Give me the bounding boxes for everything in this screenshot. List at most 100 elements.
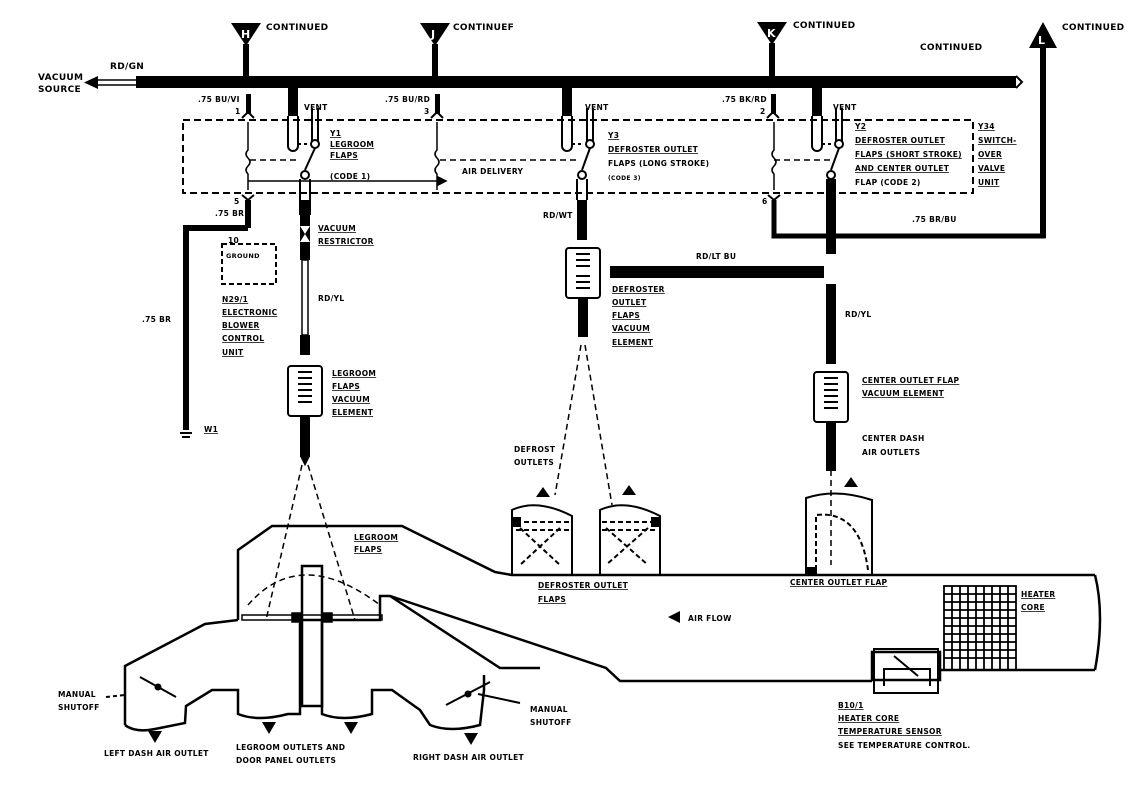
pin-1-label: 1	[235, 107, 241, 116]
defrost-element-line3: FLAPS	[612, 311, 640, 320]
pin-3-label: 3	[424, 107, 430, 116]
manual-shutoff-right-line1: MANUAL	[530, 705, 568, 714]
control-unit-line5: UNIT	[222, 348, 244, 357]
wire-bk-rd: .75 BK/RD	[722, 95, 767, 104]
legroom-outlet-arrow-1	[262, 722, 276, 734]
tee-y2	[812, 88, 822, 116]
wire-br-bu: .75 BR/BU	[912, 215, 957, 224]
defrost-element-line5: ELEMENT	[612, 338, 654, 347]
hose-center: RD/YL	[845, 310, 871, 319]
air-flow-arrow	[668, 611, 680, 623]
valve-y2-line1: DEFROSTER OUTLET	[855, 136, 946, 145]
center-dash-line1: CENTER DASH	[862, 434, 925, 443]
control-unit-line4: CONTROL	[222, 334, 264, 343]
valve-y2-line3: AND CENTER OUTLET	[855, 164, 950, 173]
tee-y1	[288, 88, 298, 116]
right-dash-outlet-label: RIGHT DASH AIR OUTLET	[413, 753, 525, 762]
valve-y2-line2: FLAPS (SHORT STROKE)	[855, 150, 962, 159]
defroster-flaps-line2: FLAPS	[538, 595, 566, 604]
valve-y3-line1: DEFROSTER OUTLET	[608, 145, 699, 154]
restrictor-line2: RESTRICTOR	[318, 237, 374, 246]
center-element-line1: CENTER OUTLET FLAP	[862, 376, 960, 385]
tee-y3	[562, 88, 572, 116]
vent-label-y1: VENT	[304, 103, 328, 112]
pin-2	[766, 94, 780, 119]
main-line-continued: CONTINUED	[920, 43, 982, 53]
pin-6-label: 6	[762, 197, 768, 206]
pin-6-wire	[767, 190, 1046, 239]
center-dash-line2: AIR OUTLETS	[862, 448, 920, 457]
connector-j[interactable]: J	[420, 23, 450, 76]
duct-housing	[123, 524, 1102, 732]
sensor-line1: B10/1	[838, 701, 864, 710]
manual-shutoff-right-symbol	[445, 681, 521, 706]
valve-y1-line3: (CODE 1)	[330, 172, 370, 181]
defrost-element-line4: VACUUM	[612, 324, 650, 333]
center-outlet-arrow	[844, 477, 858, 487]
heater-core-line1: HEATER	[1021, 590, 1055, 599]
center-flap-label: CENTER OUTLET FLAP	[790, 578, 888, 587]
pin-1	[241, 94, 255, 119]
legroom-hose	[300, 200, 310, 355]
duct-center-divider	[300, 564, 324, 708]
defroster-flaps-line1: DEFROSTER OUTLET	[538, 581, 629, 590]
main-vacuum-line	[136, 75, 1024, 89]
svg-text:J: J	[430, 28, 435, 41]
linkage-lines	[265, 344, 832, 621]
connector-l[interactable]: L	[1029, 22, 1057, 238]
valve-y3-id: Y3	[607, 131, 619, 140]
manual-shutoff-left-symbol	[105, 676, 177, 698]
connector-h[interactable]: H	[231, 23, 261, 76]
defrost-element-line1: DEFROSTER	[612, 285, 665, 294]
connector-h-label: CONTINUED	[266, 23, 328, 33]
temperature-sensor-symbol	[873, 648, 939, 694]
valve-unit-line3: OVER	[978, 150, 1002, 159]
valve-y3-line3: (CODE 3)	[608, 175, 641, 182]
legroom-vacuum-element	[287, 365, 323, 467]
legroom-flap-area	[241, 574, 383, 623]
defrost-arrow-right	[622, 485, 636, 495]
valve-unit-internals	[245, 122, 830, 190]
ground-w1: W1	[204, 425, 218, 434]
connector-k[interactable]: K	[757, 22, 787, 76]
legroom-element-line4: ELEMENT	[332, 408, 374, 417]
wire-br-ground: .75 BR	[142, 315, 171, 324]
wire-bu-vi: .75 BU/VI	[198, 95, 240, 104]
right-outlet-arrow	[464, 733, 478, 745]
defrost-arrow-left	[536, 487, 550, 497]
svg-text:H: H	[241, 28, 250, 41]
control-unit-line3: BLOWER	[222, 321, 260, 330]
valve-y1-line1: LEGROOM	[330, 140, 374, 149]
legroom-flaps-line2: FLAPS	[354, 545, 382, 554]
valve-unit-line1: Y34	[977, 122, 995, 131]
vacuum-source-arrow	[84, 76, 136, 89]
vacuum-source-label-2: SOURCE	[38, 85, 81, 95]
heater-core-line2: CORE	[1021, 603, 1045, 612]
hose-color-rdgn: RD/GN	[110, 62, 144, 72]
center-outlet	[805, 492, 873, 576]
connector-k-label: CONTINUED	[793, 21, 855, 31]
heater-core-grid	[943, 585, 1017, 671]
sensor-line4: SEE TEMPERATURE CONTROL.	[838, 741, 971, 750]
defrost-hose	[577, 200, 587, 240]
control-unit-line1: N29/1	[222, 295, 248, 304]
defrost-outlets-line2: OUTLETS	[514, 458, 554, 467]
legroom-outlets-line2: DOOR PANEL OUTLETS	[236, 756, 336, 765]
manual-shutoff-right-line2: SHUTOFF	[530, 718, 572, 727]
legroom-outlet-arrow-2	[344, 722, 358, 734]
legroom-flaps-line1: LEGROOM	[354, 533, 398, 542]
defrost-vacuum-element	[565, 247, 601, 337]
left-outlet-arrow	[148, 731, 162, 743]
valve-y1-symbol	[287, 108, 320, 215]
svg-text:K: K	[767, 27, 776, 40]
sensor-line3: TEMPERATURE SENSOR	[838, 727, 942, 736]
left-dash-outlet-label: LEFT DASH AIR OUTLET	[104, 749, 209, 758]
defrost-element-line2: OUTLET	[612, 298, 647, 307]
legroom-outlets-line1: LEGROOM OUTLETS AND	[236, 743, 345, 752]
manual-shutoff-left-line1: MANUAL	[58, 690, 96, 699]
pin-5-wire	[180, 194, 255, 438]
valve-y2-line4: FLAP (CODE 2)	[855, 178, 921, 187]
control-unit-ground: GROUND	[226, 252, 260, 260]
valve-unit-line2: SWITCH-	[978, 136, 1017, 145]
defrost-outlet-right	[599, 504, 661, 575]
